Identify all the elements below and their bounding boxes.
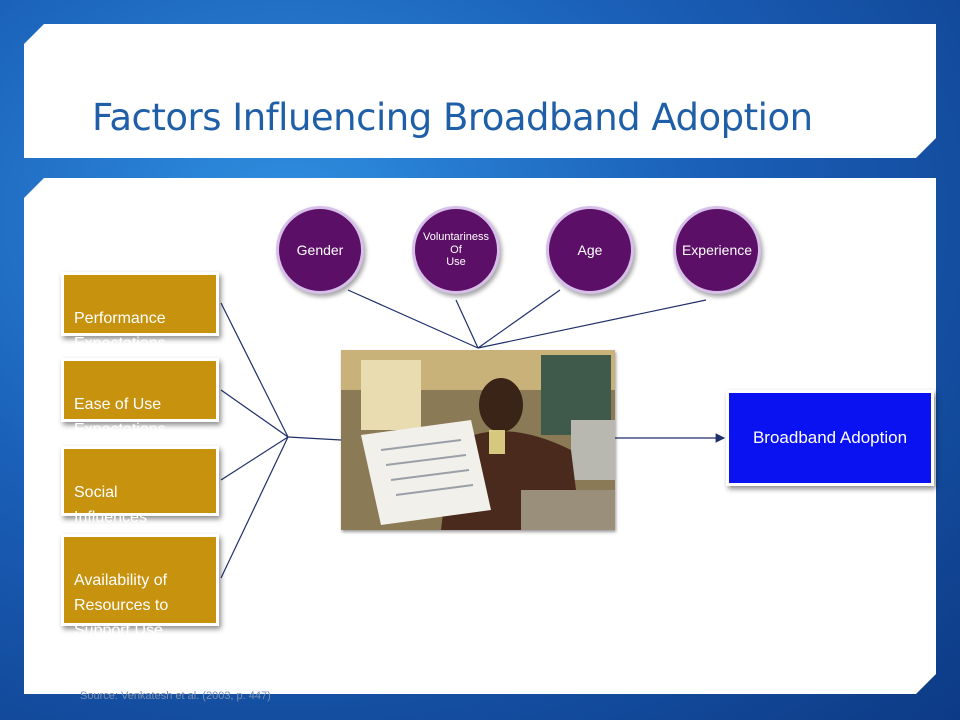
factor-performance-expectations: Performance Expectations xyxy=(61,272,219,352)
factor-availability-of-resources: Availability of Resources to Support Use xyxy=(61,534,219,639)
moderator-label: Experience xyxy=(681,241,753,258)
factor-line-3 xyxy=(220,436,289,481)
photo-man-reading-newspaper xyxy=(341,350,615,530)
moderator-line-experience xyxy=(477,299,707,349)
moderator-gender: Gender xyxy=(276,206,364,294)
slide-title: Factors Influencing Broadband Adoption xyxy=(92,96,813,139)
factor-social-influences: Social Influences xyxy=(61,446,219,526)
moderator-line-age xyxy=(477,289,561,349)
moderator-voluntariness: Voluntariness Of Use xyxy=(412,206,500,294)
factor-line-4 xyxy=(220,436,289,579)
factor-label: Availability of Resources to Support Use xyxy=(74,572,169,639)
moderator-label: Voluntariness Of Use xyxy=(422,231,490,269)
moderator-age: Age xyxy=(546,206,634,294)
moderator-label: Gender xyxy=(296,241,344,258)
moderator-experience: Experience xyxy=(673,206,761,294)
factor-line-2 xyxy=(220,389,289,438)
factor-label: Social Influences xyxy=(74,484,147,526)
hub-to-photo-line xyxy=(287,436,342,441)
photo-illustration xyxy=(341,350,615,530)
factor-ease-of-use: Ease of Use Expectations xyxy=(61,358,219,438)
factor-label: Ease of Use Expectations xyxy=(74,396,166,438)
outcome-broadband-adoption: Broadband Adoption xyxy=(726,390,934,486)
factor-line-1 xyxy=(220,302,289,438)
moderator-label: Age xyxy=(577,241,603,258)
title-panel xyxy=(24,24,936,158)
outcome-label: Broadband Adoption xyxy=(752,428,908,447)
source-citation: Source: Venkatesh et al. (2003, p. 447) xyxy=(80,690,271,702)
moderator-line-voluntariness xyxy=(455,299,479,349)
factor-label: Performance Expectations xyxy=(74,310,166,352)
moderator-line-gender xyxy=(347,289,479,349)
